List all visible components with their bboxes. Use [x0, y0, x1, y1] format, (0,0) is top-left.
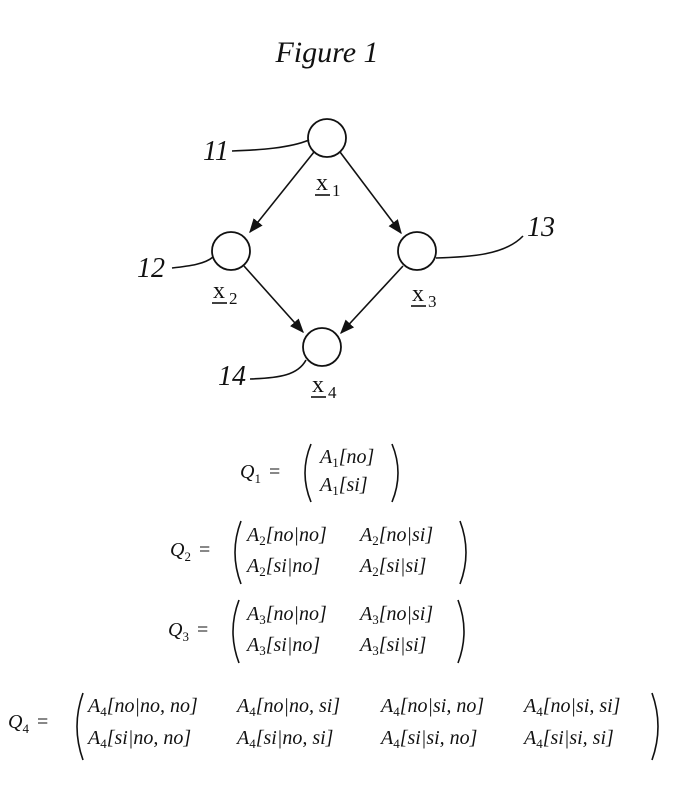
matrix-label: Q2=	[170, 539, 210, 564]
node-x3	[397, 231, 437, 271]
svg-text:x2: x2	[213, 278, 238, 308]
matrix-entry: A3[si|no]	[245, 634, 320, 658]
leader-line-12	[171, 256, 214, 269]
node-x1	[307, 118, 347, 158]
edge-x1-x3	[339, 151, 402, 235]
matrix-entry: A3[no|si]	[358, 603, 433, 627]
matrix-entry: A4[no|si, si]	[522, 695, 620, 719]
matrix-label: Q1=	[240, 461, 280, 486]
svg-text:x1: x1	[316, 170, 341, 200]
matrix-entry: A4[si|no, si]	[235, 727, 333, 751]
matrix-entry: A4[no|no, no]	[86, 695, 198, 719]
matrix-label: Q3=	[168, 619, 208, 644]
matrix-q4: Q4= A4[no|no, no] A4[no|no, si] A4[no|si, n…	[8, 692, 659, 761]
right-paren	[457, 599, 465, 664]
svg-text:x3: x3	[412, 281, 437, 311]
matrix-entry: A4[no|no, si]	[235, 695, 340, 719]
matrix-entry: A4[si|no, no]	[86, 727, 191, 751]
matrix-entry: A1[si]	[318, 474, 368, 498]
right-paren	[391, 443, 399, 503]
left-paren	[76, 692, 84, 761]
figure-title: Figure 1	[274, 36, 378, 69]
ref-label-13: 13	[527, 212, 555, 243]
matrix-entry: A2[no|no]	[245, 524, 327, 548]
ref-label-12: 12	[137, 253, 165, 284]
matrix-q2: Q2= A2[no|no] A2[no|si] A2[si|no] A2[si|si]	[170, 520, 467, 585]
matrix-q3: Q3= A3[no|no] A3[no|si] A3[si|no] A3[si|si]	[168, 599, 465, 664]
leader-line-13	[435, 235, 524, 259]
ref-label-11: 11	[203, 136, 229, 167]
matrix-entry: A2[si|si]	[358, 555, 426, 579]
matrix-label: Q4=	[8, 711, 48, 736]
matrices: Q1= A1[no] A1[si] Q2= A2[no|no] A2[no|si] A2[s…	[8, 443, 659, 761]
matrix-entry: A2[no|si]	[358, 524, 433, 548]
leader-line-11	[231, 139, 310, 152]
matrix-entry: A2[si|no]	[245, 555, 320, 579]
matrix-q1: Q1= A1[no] A1[si]	[240, 443, 399, 503]
matrix-entry: A3[si|si]	[358, 634, 426, 658]
ref-label-14: 14	[218, 361, 246, 392]
right-paren	[459, 520, 467, 585]
matrix-entry: A3[no|no]	[245, 603, 327, 627]
left-paren	[234, 520, 242, 585]
matrix-entry: A1[no]	[318, 446, 374, 470]
matrix-entry: A4[no|si, no]	[379, 695, 484, 719]
left-paren	[232, 599, 240, 664]
node-x4	[302, 327, 342, 367]
right-paren	[651, 692, 659, 761]
svg-text:x4: x4	[312, 372, 337, 402]
matrix-entry: A4[si|si, si]	[522, 727, 614, 751]
matrix-entry: A4[si|si, no]	[379, 727, 477, 751]
node-x2	[211, 231, 251, 271]
edge-x1-x2	[249, 151, 315, 234]
leader-line-14	[249, 359, 307, 380]
left-paren	[304, 443, 312, 503]
edge-x2-x4	[243, 265, 304, 334]
edge-x3-x4	[340, 265, 404, 335]
